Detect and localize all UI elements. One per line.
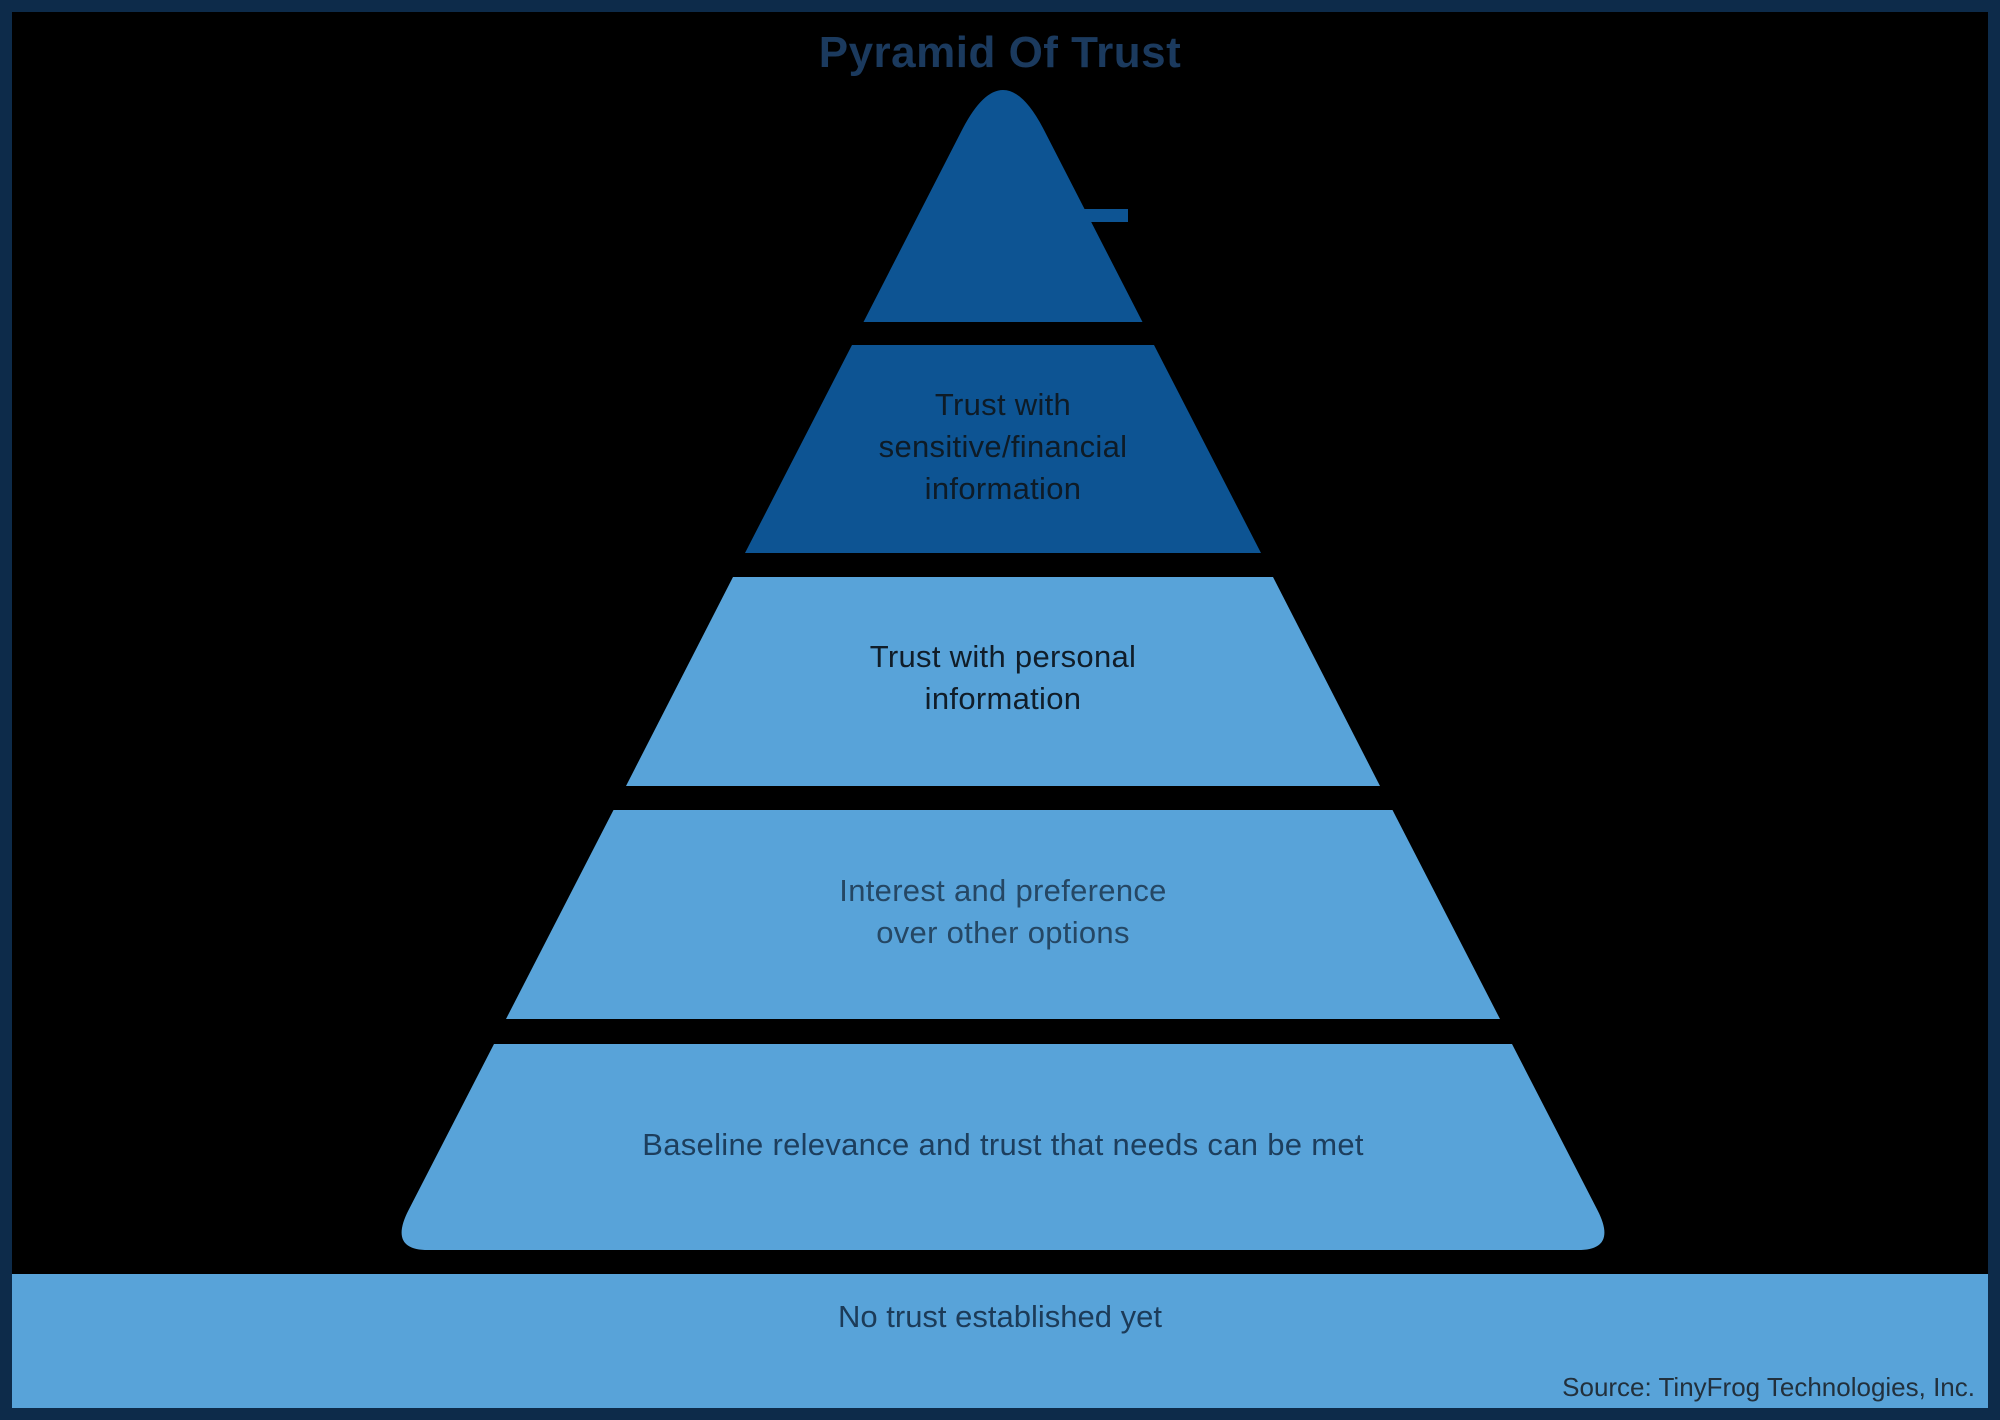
pyramid-level-4-shape bbox=[506, 810, 1500, 1019]
pyramid-level-1-shape bbox=[863, 90, 1143, 322]
callout-dash bbox=[1080, 209, 1128, 222]
no-trust-label: No trust established yet bbox=[838, 1299, 1162, 1334]
page-title: Pyramid Of Trust bbox=[818, 28, 1182, 77]
level-4-label: Interest and preference over other optio… bbox=[839, 873, 1167, 950]
level-2-label: Trust with sensitive/financial informati… bbox=[878, 387, 1128, 506]
level-3-label: Trust with personal information bbox=[869, 639, 1137, 716]
pyramid-level-2-shape bbox=[745, 345, 1261, 553]
level-5-label: Baseline relevance and trust that needs … bbox=[642, 1127, 1364, 1162]
pyramid-level-3-shape bbox=[626, 577, 1380, 786]
no-trust-bar bbox=[12, 1274, 1988, 1408]
pyramid-level-5-shape bbox=[401, 1044, 1605, 1250]
source-attribution: Source: TinyFrog Technologies, Inc. bbox=[1562, 1372, 1975, 1402]
